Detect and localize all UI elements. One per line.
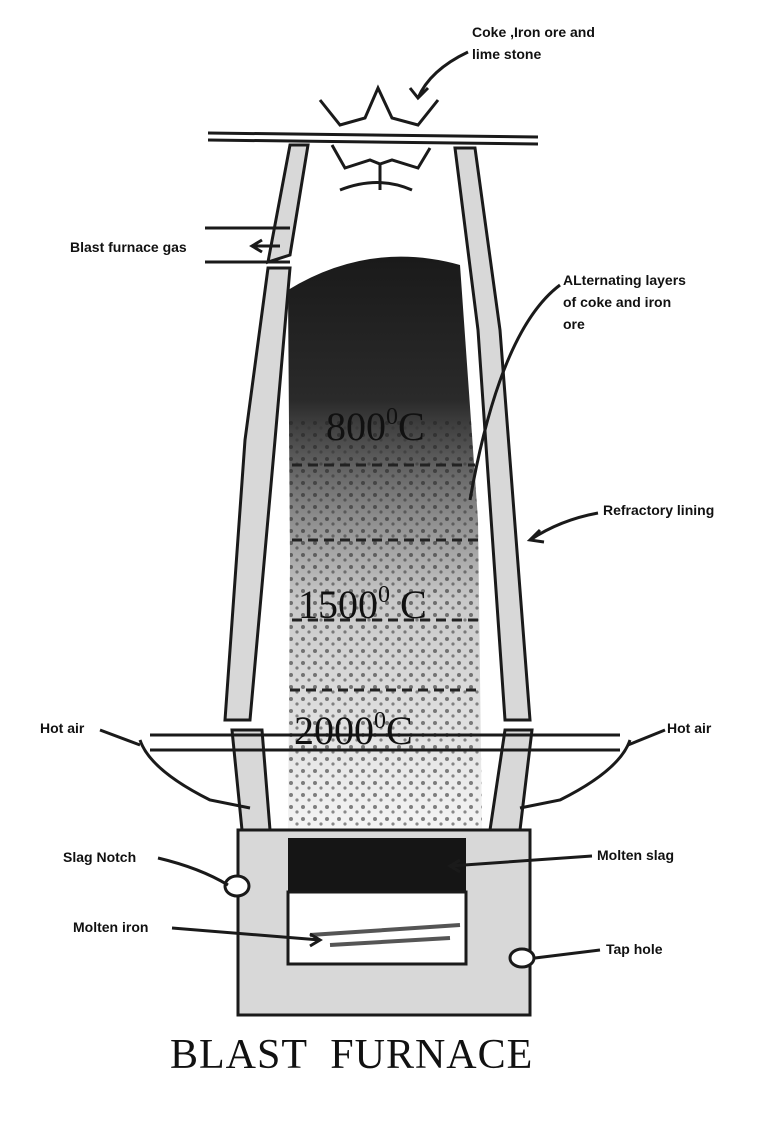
top-hopper [207,84,539,192]
hot-air-left-label: Hot air [40,720,85,736]
hot-air-right-label: Hot air [667,720,712,736]
gas-outlet-duct [205,226,290,264]
temperature-1500: 15000 C [298,582,427,627]
temperature-2000: 20000C [294,708,413,753]
leader-arrows [99,50,666,960]
furnace-shell [223,143,534,832]
furnace-gas-label: Blast furnace gas [70,239,187,255]
molten-iron-label: Molten iron [73,919,148,935]
temperature-800: 8000C [326,404,425,449]
charge-column [288,256,482,831]
molten-slag-label: Molten slag [597,847,674,863]
charge-label-line2: lime stone [472,46,541,62]
tap-hole-label: Tap hole [606,941,663,957]
layers-label-line2: of coke and iron [563,294,671,310]
slag-notch-label: Slag Notch [63,849,136,865]
refractory-label: Refractory lining [603,502,714,518]
diagram-title: BLAST FURNACE [170,1032,533,1078]
hot-air-bustle-pipe [138,733,632,810]
layers-label-line1: ALternating layers [563,272,686,288]
layers-label-line3: ore [563,316,585,332]
hearth [223,828,536,1017]
charge-label-line1: Coke ,Iron ore and [472,24,595,40]
